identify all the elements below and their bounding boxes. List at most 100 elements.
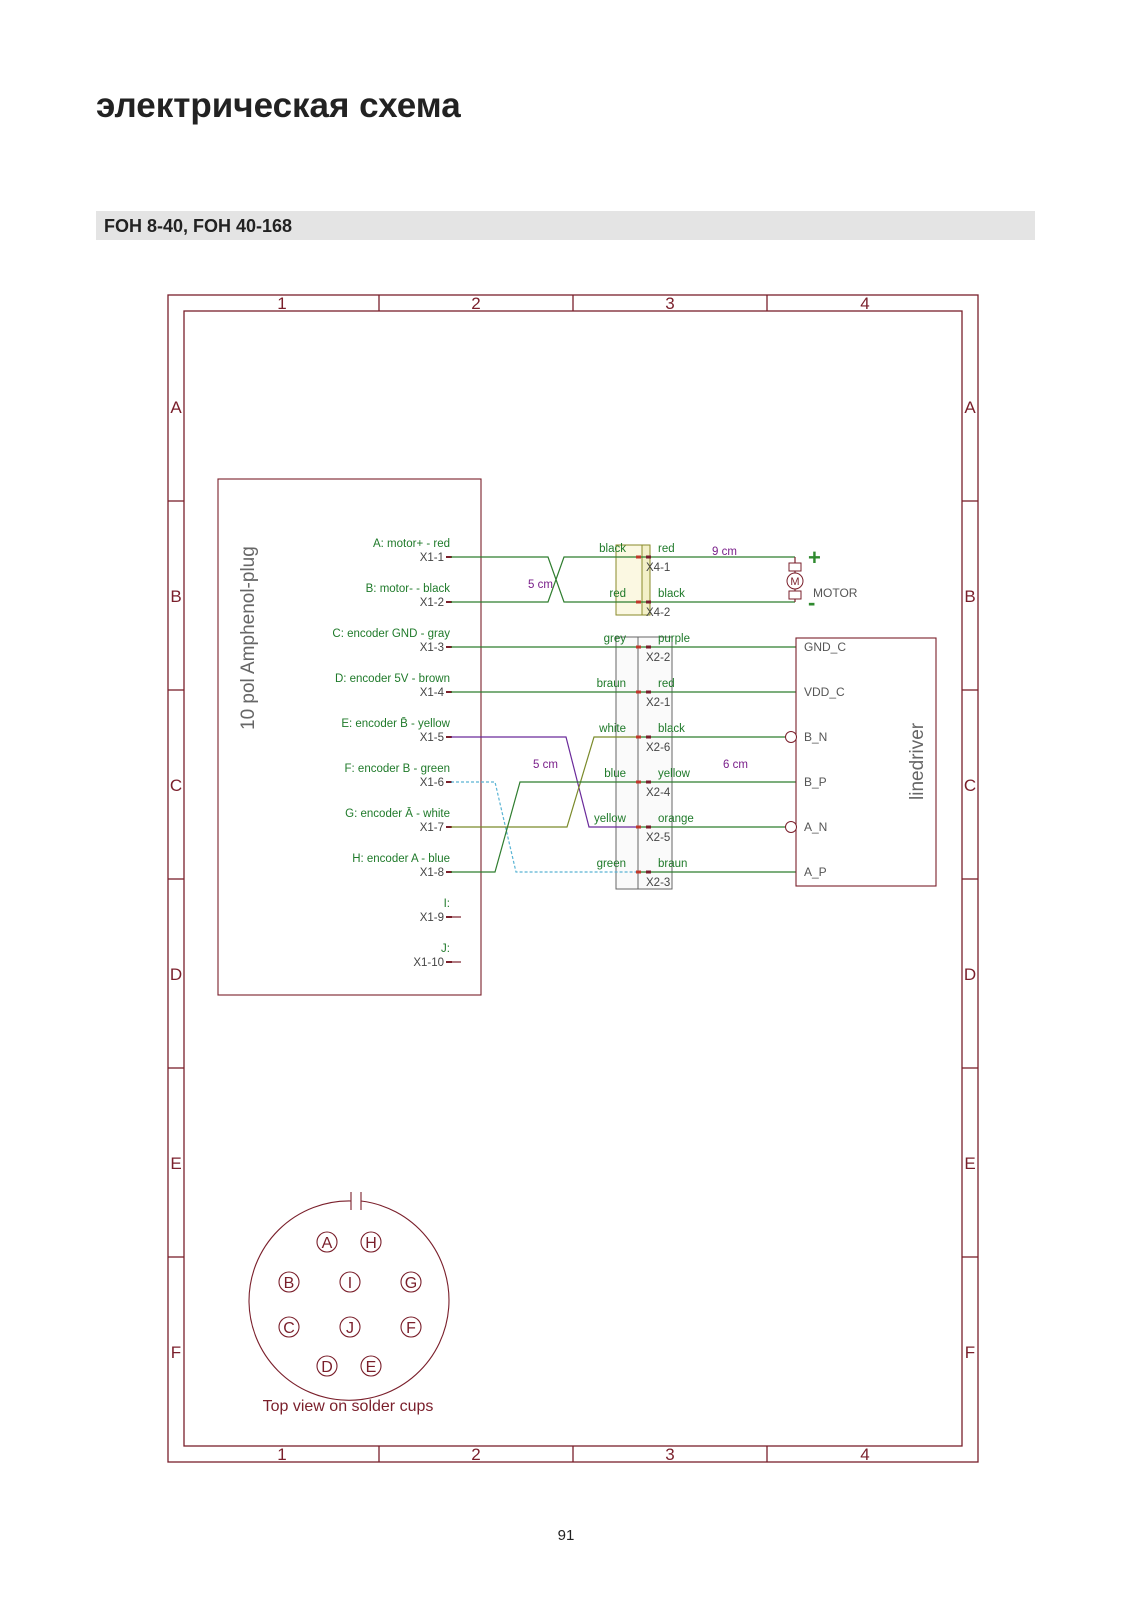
linedriver-pin: B_N: [804, 730, 827, 744]
row-label: B: [964, 587, 975, 606]
connector-left-color: red: [609, 588, 626, 600]
connector-pin-marker: [636, 870, 641, 874]
plug-pin-id: X1-5: [420, 732, 444, 744]
top-view-pin-letter: F: [406, 1320, 416, 1337]
connector-pin-marker: [646, 825, 651, 829]
column-label: 1: [277, 1445, 286, 1464]
column-label: 3: [665, 294, 674, 313]
plug-pin-id: X1-9: [420, 912, 444, 924]
length-encoder-run: 6 cm: [723, 759, 748, 771]
connector-right-color: orange: [658, 813, 694, 825]
linedriver-label: linedriver: [907, 722, 928, 800]
row-label: A: [964, 398, 976, 417]
row-label: C: [964, 776, 976, 795]
row-label: F: [965, 1343, 975, 1362]
row-label: D: [964, 965, 976, 984]
page-title: электрическая схема: [96, 86, 461, 125]
connector-left-color: blue: [604, 768, 626, 780]
plug-pin-signal: J:: [441, 943, 450, 955]
row-label: E: [964, 1154, 975, 1173]
row-label: E: [170, 1154, 181, 1173]
motor-plus-sign: +: [808, 545, 821, 570]
connector-pin-id: X2-5: [646, 832, 670, 844]
top-view-pin-letter: H: [365, 1235, 377, 1252]
connector-pin-marker: [646, 780, 651, 784]
linedriver: linedriver: [785, 637, 937, 887]
plug-pin-id: X1-1: [420, 552, 444, 564]
linedriver-pin: GND_C: [804, 640, 846, 654]
plug-pin-signal: D: encoder 5V - brown: [335, 673, 450, 685]
column-label: 4: [860, 1445, 869, 1464]
connector-left-color: green: [597, 858, 626, 870]
connector-left-color: white: [598, 723, 626, 735]
plug-pin-id: X1-3: [420, 642, 444, 654]
top-view-pin-letter: E: [366, 1359, 377, 1376]
plug-pin-id: X1-10: [413, 957, 444, 969]
linedriver-pin: B_P: [804, 775, 827, 789]
connector-pin-id: X2-6: [646, 742, 670, 754]
connector-top-view: [248, 1192, 450, 1401]
top-view-pin-letter: J: [346, 1320, 354, 1337]
top-view-caption: Top view on solder cups: [263, 1398, 434, 1415]
row-label: F: [171, 1343, 181, 1362]
connector-pin-marker: [636, 735, 641, 739]
wire-layer: [446, 556, 796, 963]
row-label: B: [170, 587, 181, 606]
connector-left-color: yellow: [594, 813, 627, 825]
top-view-pin-circle: [278, 1316, 300, 1338]
top-view-pin-circle: [400, 1271, 422, 1293]
plug-label: 10 pol Amphenol-plug: [238, 546, 259, 730]
connector-right-color: braun: [658, 858, 687, 870]
column-label: 1: [277, 294, 286, 313]
row-label: D: [170, 965, 182, 984]
top-view-pin-circle: [360, 1231, 382, 1253]
column-label: 2: [471, 1445, 480, 1464]
top-view-pin-circle: [339, 1316, 361, 1338]
top-view-pin-letter: C: [283, 1320, 295, 1337]
connector-right-color: red: [658, 678, 675, 690]
connector-pin-marker: [646, 690, 651, 694]
connector-right-color: purple: [658, 633, 690, 645]
linedriver-pin: A_N: [804, 820, 827, 834]
connector-pin-marker: [646, 645, 651, 649]
connector-left-color: grey: [604, 633, 627, 645]
plug-pin-id: X1-4: [420, 687, 445, 699]
connector-pin-marker: [636, 600, 641, 604]
top-view-pin-letter: B: [284, 1275, 295, 1292]
plug-pin-id: X1-7: [420, 822, 444, 834]
length-encoder-cross: 5 cm: [533, 759, 558, 771]
connector-pin-marker: [636, 555, 641, 559]
connector-right-color: red: [658, 543, 675, 555]
connector-left-color: braun: [597, 678, 626, 690]
plug-pin-id: X1-2: [420, 597, 444, 609]
connector-pin-id: X4-2: [646, 607, 670, 619]
column-label: 4: [860, 294, 869, 313]
top-view-pin-circle: [360, 1355, 382, 1377]
top-view-pin-circle: [316, 1355, 338, 1377]
connector-right-color: black: [658, 588, 685, 600]
linedriver-pin: A_P: [804, 865, 827, 879]
plug-pin-signal: I:: [444, 898, 450, 910]
drawing-frame: 1 2 3 4 1 2 3 4 A B C D E F A B C D E F: [167, 294, 979, 1464]
connector-pin-marker: [646, 870, 651, 874]
connector-pin-id: X4-1: [646, 562, 670, 574]
plug-pin-id: X1-8: [420, 867, 444, 879]
top-view-pin-letter: G: [405, 1275, 417, 1292]
column-label: 3: [665, 1445, 674, 1464]
connector-pin-id: X2-1: [646, 697, 670, 709]
connector-pin-id: X2-4: [646, 787, 671, 799]
top-view-pin-circle: [316, 1231, 338, 1253]
motor-label: MOTOR: [813, 586, 858, 600]
connector-right-color: black: [658, 723, 685, 735]
plug-pin-signal: F: encoder B - green: [345, 763, 450, 775]
connector-pin-marker: [636, 825, 641, 829]
connector-pin-marker: [646, 600, 651, 604]
length-motor-run: 9 cm: [712, 546, 737, 558]
page-number: 91: [557, 1527, 575, 1544]
connector-pin-marker: [646, 735, 651, 739]
top-view-pin-circle: [278, 1271, 300, 1293]
